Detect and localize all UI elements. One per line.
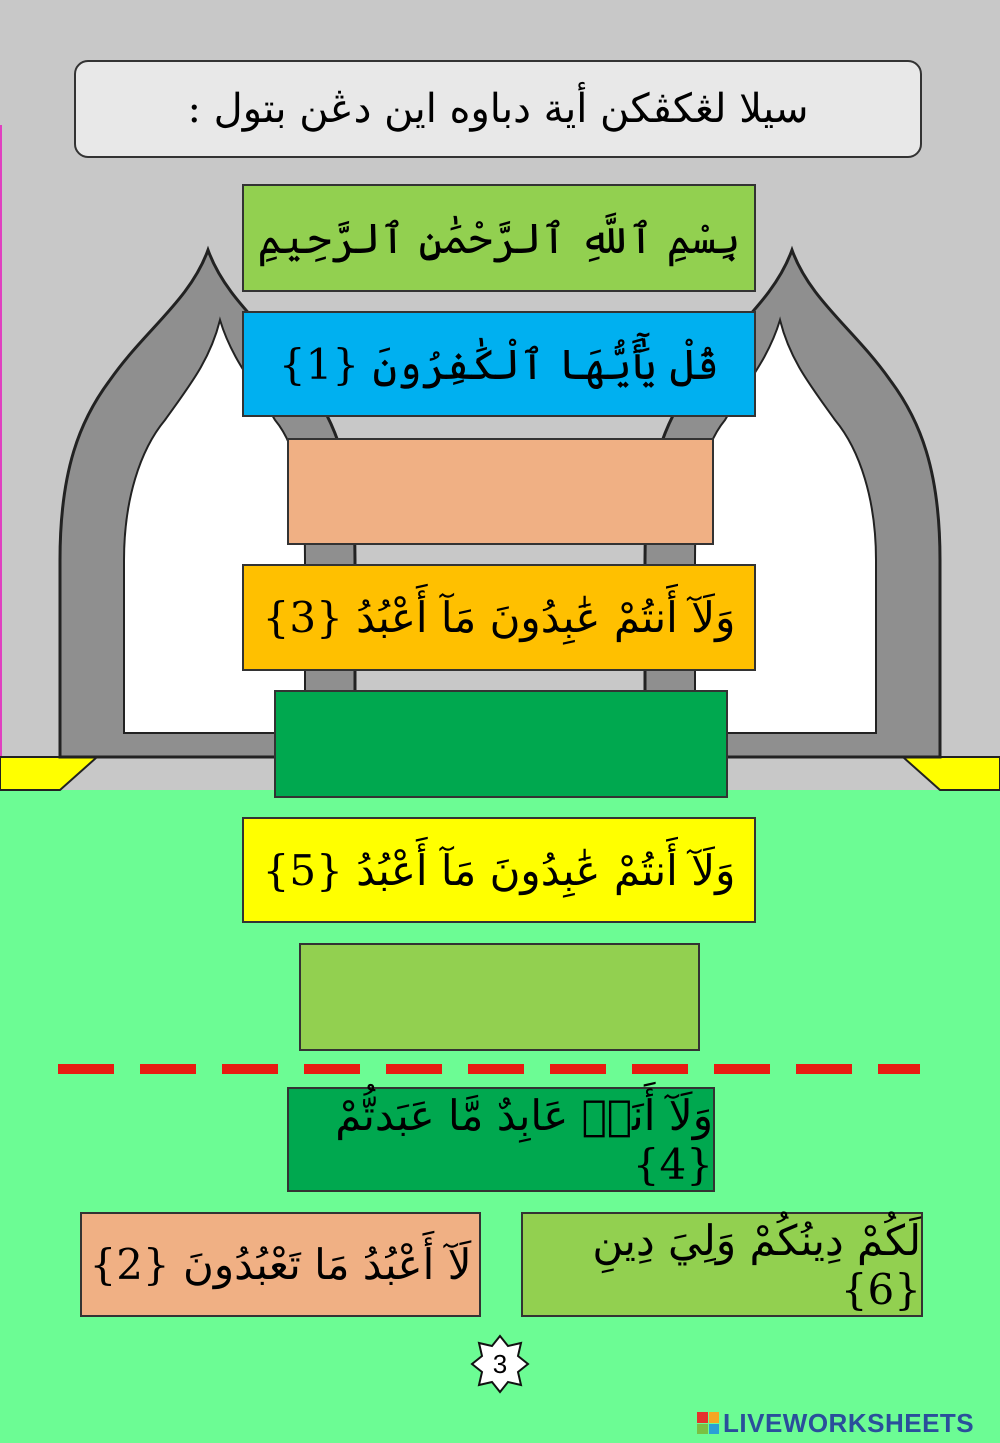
instruction-text: سيلا لڠکڤکن أية دباوه اين دڠن بتول : — [187, 86, 809, 132]
liveworksheets-logo-icon — [697, 1412, 719, 1434]
drop-zone-verse-6[interactable] — [299, 943, 700, 1051]
tile-text: وَلَآ أَنَا۠ عَابِدٌ مَّا عَبَدتُّمْ {4} — [335, 1090, 713, 1189]
answer-tile-verse-4[interactable]: وَلَآ أَنَا۠ عَابِدٌ مَّا عَبَدتُّمْ {4} — [287, 1087, 715, 1192]
liveworksheets-branding[interactable]: LIVEWORKSHEETS — [697, 1407, 997, 1439]
tile-text: لَآ أَعْبُدُ مَا تَعْبُدُونَ {2} — [89, 1240, 472, 1289]
octagram-icon — [470, 1334, 530, 1394]
instruction-banner: سيلا لڠکڤکن أية دباوه اين دڠن بتول : — [74, 60, 922, 158]
answer-tile-verse-6[interactable]: لَكُمْ دِينُكُمْ وَلِيَ دِينِ {6} — [521, 1212, 923, 1317]
drop-zone-verse-2[interactable] — [287, 438, 714, 545]
page-number-badge: 3 — [470, 1334, 530, 1394]
brand-name: LIVEWORKSHEETS — [723, 1407, 975, 1438]
verse-slot-5: وَلَآ أَنتُمْ عَٰبِدُونَ مَآ أَعْبُدُ {5… — [242, 817, 756, 923]
divider-dashed-line — [58, 1064, 920, 1074]
drop-zone-verse-4[interactable] — [274, 690, 728, 798]
page-number: 3 — [492, 1348, 508, 1379]
verse-text: وَلَآ أَنتُمْ عَٰبِدُونَ مَآ أَعْبُدُ {5… — [262, 845, 736, 895]
verse-slot-3: وَلَآ أَنتُمْ عَٰبِدُونَ مَآ أَعْبُدُ {3… — [242, 564, 756, 671]
answer-tile-verse-2[interactable]: لَآ أَعْبُدُ مَا تَعْبُدُونَ {2} — [80, 1212, 481, 1317]
verse-slot-basmalah: بِسْمِ ٱللَّهِ ٱلرَّحْمَٰنِ ٱلرَّحِيمِ — [242, 184, 756, 292]
verse-text: قُلْ يَٰٓأَيُّهَا ٱلْكَٰفِرُونَ {1} — [278, 339, 720, 389]
verse-text: بِسْمِ ٱللَّهِ ٱلرَّحْمَٰنِ ٱلرَّحِيمِ — [257, 213, 741, 263]
tile-text: لَكُمْ دِينُكُمْ وَلِيَ دِينِ {6} — [592, 1215, 921, 1314]
verse-slot-1: قُلْ يَٰٓأَيُّهَا ٱلْكَٰفِرُونَ {1} — [242, 311, 756, 417]
verse-text: وَلَآ أَنتُمْ عَٰبِدُونَ مَآ أَعْبُدُ {3… — [262, 593, 736, 642]
